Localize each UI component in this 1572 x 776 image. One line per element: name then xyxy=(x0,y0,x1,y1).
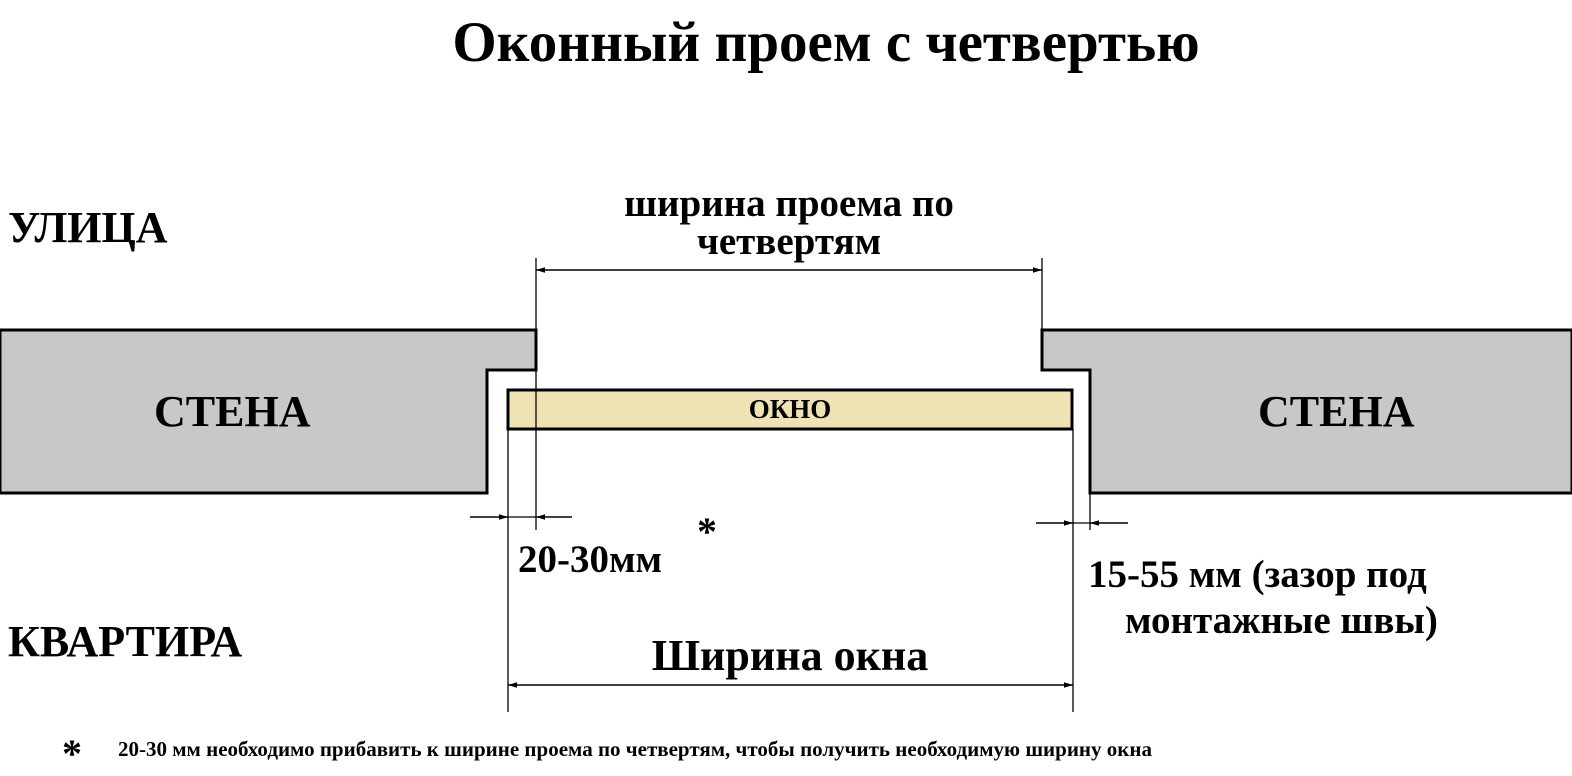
footnote-mark: * xyxy=(62,731,82,776)
wall-right-label: СТЕНА xyxy=(1258,387,1415,436)
opening-width-label-line1: ширина проема по xyxy=(624,182,954,225)
window-width-label: Ширина окна xyxy=(651,631,929,680)
left-gap-label: 20-30мм xyxy=(518,538,663,581)
page-title: Оконный проем с четвертью xyxy=(452,11,1200,74)
right-gap-label-line1: 15-55 мм (зазор под xyxy=(1088,553,1427,596)
window-frame xyxy=(506,388,1074,431)
apartment-label: КВАРТИРА xyxy=(8,617,243,666)
right-gap-label-line2: монтажные швы) xyxy=(1125,599,1438,642)
footnote-text: 20-30 мм необходимо прибавить к ширине п… xyxy=(118,737,1152,761)
window-label: ОКНО xyxy=(748,394,832,424)
wall-left-label: СТЕНА xyxy=(154,387,311,436)
street-label: УЛИЦА xyxy=(8,203,168,252)
opening-width-label-line2: четвертям xyxy=(696,220,882,263)
left-gap-footnote-mark: * xyxy=(697,509,717,554)
